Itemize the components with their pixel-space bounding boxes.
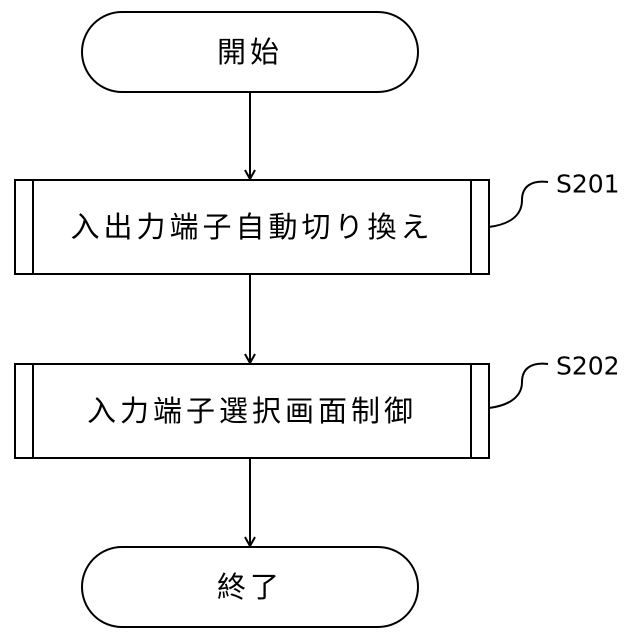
start-terminator: 開始 — [82, 12, 418, 92]
process-step-s201: 入出力端子自動切り換え — [15, 180, 489, 274]
step-ref-s202: S202 — [556, 352, 620, 381]
process-step-s202: 入力端子選択画面制御 — [15, 364, 489, 458]
end-terminator: 終了 — [82, 547, 418, 627]
end-label: 終了 — [217, 570, 283, 604]
s202-leader-line — [489, 364, 548, 408]
start-label: 開始 — [217, 35, 283, 69]
step-s201-label: 入出力端子自動切り換え — [70, 210, 433, 244]
step-ref-s201: S201 — [556, 170, 620, 199]
s201-leader-line — [489, 182, 548, 227]
step-s202-label: 入力端子選択画面制御 — [87, 394, 417, 428]
